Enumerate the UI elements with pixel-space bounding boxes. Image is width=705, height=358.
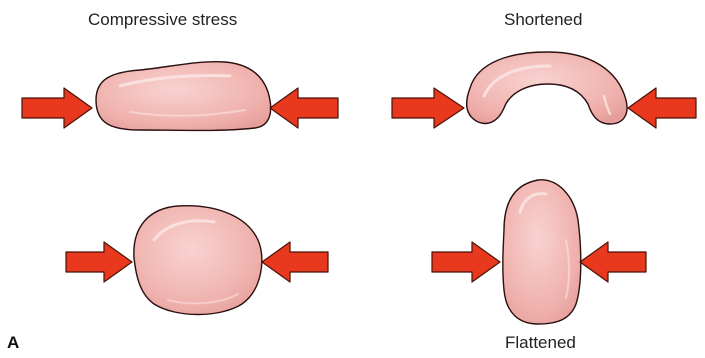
cell-flattened xyxy=(503,180,581,324)
cell-round xyxy=(134,206,262,315)
arrow-right-top-left xyxy=(22,88,92,128)
arrow-right-bottom-right xyxy=(432,242,500,282)
cell-compressed-flat xyxy=(96,62,271,131)
arrow-right-bottom-left xyxy=(66,242,132,282)
arrow-right-top-right xyxy=(392,88,464,128)
arrow-left-top-left xyxy=(270,88,338,128)
arrow-left-bottom-right xyxy=(580,242,646,282)
arrow-left-bottom-left xyxy=(262,242,328,282)
arrow-left-top-right xyxy=(628,88,696,128)
cell-shortened xyxy=(467,52,627,124)
